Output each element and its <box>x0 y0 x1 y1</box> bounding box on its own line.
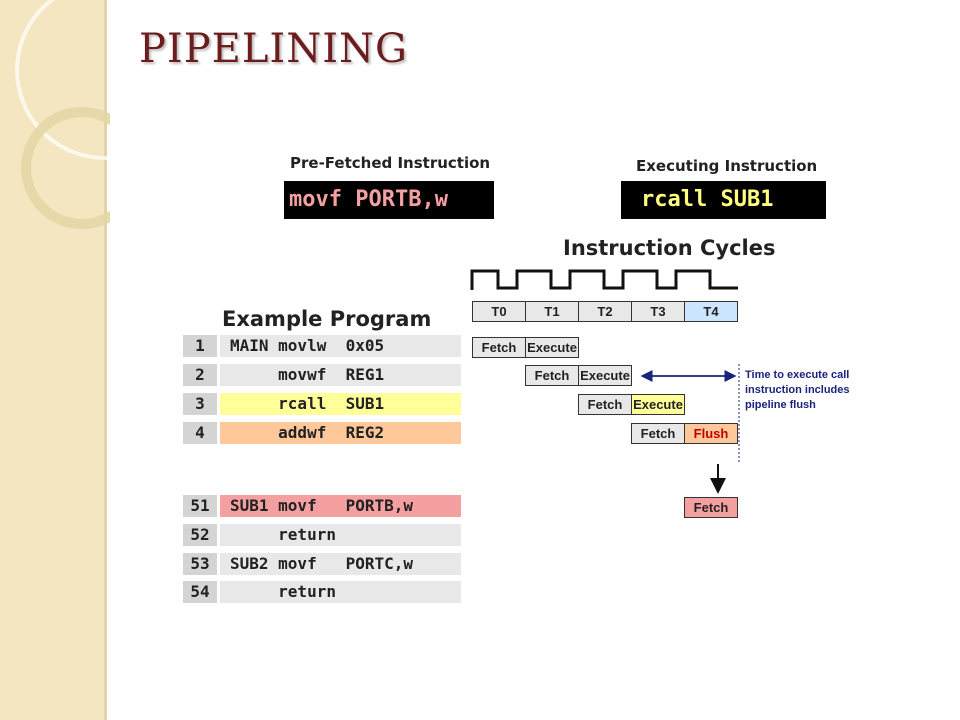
line-number: 54 <box>183 581 217 603</box>
program-line: 52 return <box>183 524 461 546</box>
cycle-header-t4: T4 <box>684 301 738 322</box>
program-line: 54 return <box>183 581 461 603</box>
pipeline-fetch-3: Fetch <box>578 394 632 415</box>
pipeline-fetch-5: Fetch <box>684 497 738 518</box>
prefetched-code: movf PORTB,w <box>284 181 494 219</box>
prefetched-label: Pre-Fetched Instruction <box>290 154 491 172</box>
program-line: 3 rcall SUB1 <box>183 393 461 415</box>
line-code: movwf REG1 <box>220 364 461 386</box>
program-line: 2 movwf REG1 <box>183 364 461 386</box>
slide-title: PIPELINING <box>139 26 408 72</box>
program-line: 4 addwf REG2 <box>183 422 461 444</box>
pipeline-fetch-1: Fetch <box>472 337 526 358</box>
line-code: rcall SUB1 <box>220 393 461 415</box>
pipeline-fetch-4: Fetch <box>631 423 685 444</box>
cycle-header-t3: T3 <box>631 301 685 322</box>
line-number: 4 <box>183 422 217 444</box>
executing-label: Executing Instruction <box>636 157 818 175</box>
line-number: 51 <box>183 495 217 517</box>
program-title: Example Program <box>222 307 432 331</box>
line-number: 3 <box>183 393 217 415</box>
program-line: 1 MAIN movlw 0x05 <box>183 335 461 357</box>
line-number: 2 <box>183 364 217 386</box>
line-code: SUB1 movf PORTB,w <box>220 495 461 517</box>
pipeline-flush: Flush <box>684 423 738 444</box>
program-line: 51 SUB1 movf PORTB,w <box>183 495 461 517</box>
pipeline-execute-3: Execute <box>631 394 685 415</box>
pipeline-execute-1: Execute <box>525 337 579 358</box>
pipeline-arrows <box>640 364 740 494</box>
cycle-header-t0: T0 <box>472 301 526 322</box>
line-number: 53 <box>183 553 217 575</box>
line-number: 52 <box>183 524 217 546</box>
cycles-title: Instruction Cycles <box>563 236 776 260</box>
cycle-header-t1: T1 <box>525 301 579 322</box>
line-code: MAIN movlw 0x05 <box>220 335 461 357</box>
line-code: addwf REG2 <box>220 422 461 444</box>
executing-code: rcall SUB1 <box>621 181 826 219</box>
line-code: return <box>220 581 461 603</box>
line-number: 1 <box>183 335 217 357</box>
line-code: SUB2 movf PORTC,w <box>220 553 461 575</box>
line-code: return <box>220 524 461 546</box>
decorative-circles <box>15 0 110 229</box>
program-line: 53 SUB2 movf PORTC,w <box>183 553 461 575</box>
flush-note: Time to execute call instruction include… <box>745 369 850 411</box>
decorative-sidebar <box>0 0 110 720</box>
pipeline-execute-2: Execute <box>578 365 632 386</box>
cycle-header-t2: T2 <box>578 301 632 322</box>
clock-waveform <box>470 269 738 290</box>
pipeline-fetch-2: Fetch <box>525 365 579 386</box>
